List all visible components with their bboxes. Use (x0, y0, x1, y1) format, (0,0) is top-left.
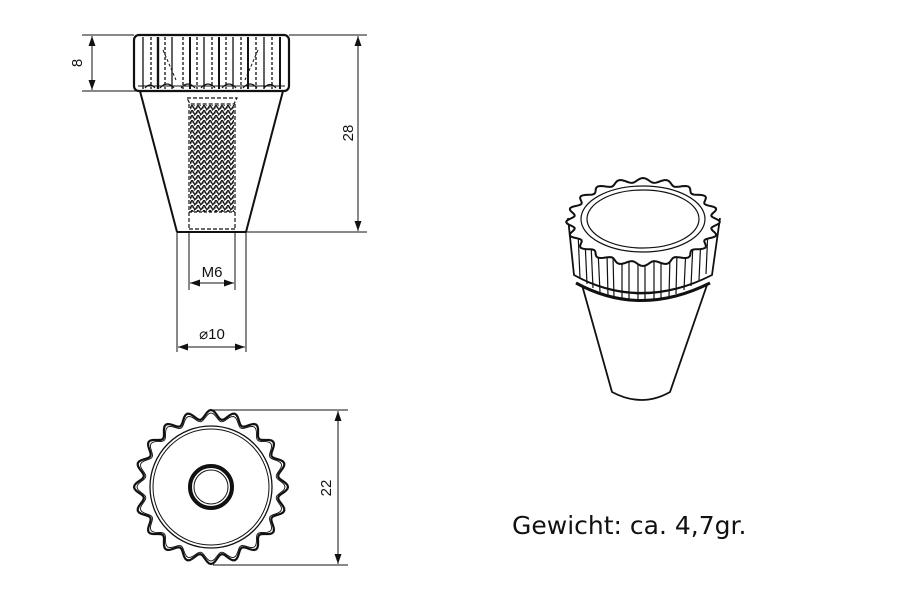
side-view (82, 33, 367, 352)
iso-cone (581, 284, 708, 401)
dim-label-bottom-diameter: ⌀10 (199, 326, 225, 343)
iso-view (565, 176, 721, 401)
knurl-outline (132, 408, 290, 566)
dim-label-outer-diameter: 22 (318, 480, 335, 497)
thread-bore (186, 97, 238, 230)
thread-hole (188, 464, 234, 510)
knurl-outline-inner (136, 412, 286, 562)
dim-label-thread: M6 (202, 264, 223, 281)
dim-knurl-height (82, 34, 138, 92)
dim-label-knurl-height: 8 (69, 59, 86, 67)
top-view (132, 408, 348, 566)
dim-total-height (246, 34, 367, 233)
weight-note: Gewicht: ca. 4,7gr. (512, 511, 747, 540)
knurl-cap (132, 33, 291, 93)
dim-outer-diameter (213, 409, 348, 566)
extension-lines (176, 232, 247, 352)
dim-label-total-height: 28 (340, 125, 357, 142)
